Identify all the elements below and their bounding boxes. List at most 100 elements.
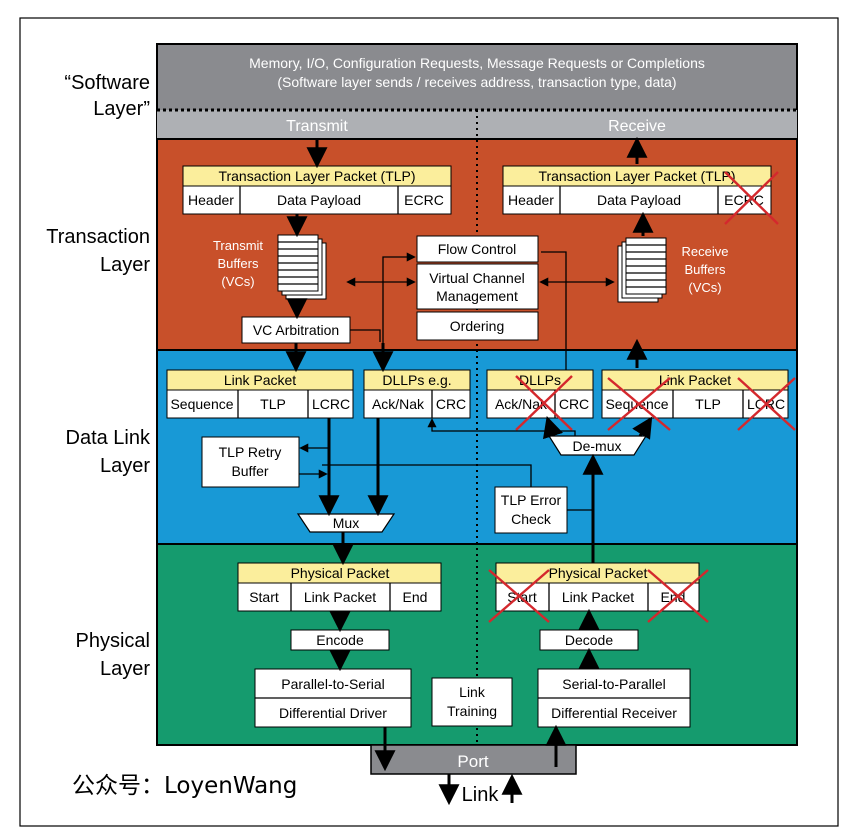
label-physical-1: Physical <box>76 630 150 652</box>
tx-buffers-label-3: (VCs) <box>221 274 254 289</box>
wire-vcarb-to-vcm <box>350 329 381 342</box>
rx-dllp-packet: DLLPs Ack/Nak CRC <box>486 369 594 419</box>
tlp-error-check-box: TLP Error Check <box>494 486 568 534</box>
tx-tlp-payload: Data Payload <box>277 192 361 208</box>
wire-flow-control-to-rx-dllp <box>541 251 567 372</box>
port-box: Port <box>370 744 577 775</box>
wire-dllp-to-flow-control <box>382 252 416 372</box>
ordering-box: Ordering <box>416 311 539 341</box>
flow-control-box: Flow Control <box>416 235 539 263</box>
parallel-to-serial-label: Parallel-to-Serial <box>281 676 384 692</box>
vc-management-label-1: Virtual Channel <box>429 270 524 286</box>
link-label: Link <box>462 784 500 806</box>
tx-link-tlp: TLP <box>260 396 286 412</box>
link-training-label-1: Link <box>459 684 486 700</box>
tx-tlp-packet: Transaction Layer Packet (TLP) Header Da… <box>182 165 452 215</box>
tx-link-packet: Link Packet Sequence TLP LCRC <box>166 369 354 419</box>
differential-driver-label: Differential Driver <box>279 705 387 721</box>
label-physical-2: Layer <box>100 658 150 680</box>
demux-label: De-mux <box>572 438 621 454</box>
rx-link-tlp: TLP <box>695 396 721 412</box>
rx-lcrc-cross-icon <box>737 377 796 431</box>
decode-box: Decode <box>539 629 639 651</box>
vc-management-label-2: Management <box>436 288 518 304</box>
tx-tlp-title: Transaction Layer Packet (TLP) <box>218 168 415 184</box>
label-transaction-1: Transaction <box>46 226 150 248</box>
rx-tlp-header: Header <box>508 192 554 208</box>
rx-buffers-label-3: (VCs) <box>688 280 721 295</box>
rx-buffers-label-1: Receive <box>682 244 729 259</box>
vc-management-box: Virtual Channel Management <box>416 263 539 310</box>
tlp-retry-buffer-box: TLP Retry Buffer <box>201 436 300 488</box>
serial-to-parallel-label: Serial-to-Parallel <box>562 676 665 692</box>
rx-sequence-cross-icon <box>607 377 671 431</box>
error-check-label-1: TLP Error <box>501 492 562 508</box>
tx-phys-link-packet: Link Packet <box>304 589 376 605</box>
rx-link-packet-title: Link Packet <box>659 372 731 388</box>
rx-tlp-title: Transaction Layer Packet (TLP) <box>538 168 735 184</box>
rx-dllp-acknak: Ack/Nak <box>495 396 548 412</box>
tx-tlp-ecrc: ECRC <box>404 192 444 208</box>
arrow-demux-to-link-packet <box>632 416 653 440</box>
rx-buffers-icon <box>617 237 667 303</box>
rx-dllps-title: DLLPs <box>519 372 561 388</box>
receive-heading: Receive <box>608 118 666 135</box>
label-software-2: Layer” <box>93 98 150 120</box>
vc-arbitration-box: VC Arbitration <box>241 316 351 344</box>
port-label: Port <box>457 752 488 771</box>
tx-link-sequence: Sequence <box>170 396 233 412</box>
encode-box: Encode <box>290 629 390 651</box>
tx-phys-start: Start <box>249 589 279 605</box>
rx-buffers-label-2: Buffers <box>685 262 726 277</box>
transmit-heading: Transmit <box>286 118 348 135</box>
wire-error-check-to-retry <box>322 464 532 487</box>
tx-buffers-label-2: Buffers <box>218 256 259 271</box>
software-line1: Memory, I/O, Configuration Requests, Mes… <box>249 55 705 71</box>
tx-dllp-crc: CRC <box>436 396 466 412</box>
label-transaction-2: Layer <box>100 254 150 276</box>
tx-phys-end: End <box>403 589 428 605</box>
retry-buffer-label-2: Buffer <box>231 463 268 479</box>
rx-phys-end: End <box>661 589 686 605</box>
link-training-box: Link Training <box>431 677 513 727</box>
differential-receiver-label: Differential Receiver <box>551 705 677 721</box>
software-line2: (Software layer sends / receives address… <box>277 74 676 90</box>
error-check-label-2: Check <box>511 511 552 527</box>
arrow-demux-to-dllp <box>542 415 564 440</box>
demux-box: De-mux <box>547 435 648 456</box>
tx-phys-title: Physical Packet <box>291 565 390 581</box>
rx-end-cross-icon <box>647 569 709 623</box>
vc-arbitration-label: VC Arbitration <box>253 322 339 338</box>
rx-phys-title: Physical Packet <box>549 565 648 581</box>
tx-serializer-box: Parallel-to-Serial Differential Driver <box>254 668 412 728</box>
rx-dllp-crc: CRC <box>559 396 589 412</box>
rx-tlp-packet: Transaction Layer Packet (TLP) Header Da… <box>502 165 772 215</box>
label-software-1: “Software <box>64 72 150 94</box>
rx-link-sequence: Sequence <box>605 396 668 412</box>
rx-deserializer-box: Serial-to-Parallel Differential Receiver <box>537 668 691 728</box>
flow-control-label: Flow Control <box>438 241 517 257</box>
rx-phys-link-packet: Link Packet <box>562 589 634 605</box>
mux-label: Mux <box>333 515 359 531</box>
tx-physical-packet: Physical Packet Start Link Packet End <box>237 562 442 612</box>
label-datalink-1: Data Link <box>66 427 151 449</box>
mux-box: Mux <box>296 513 396 533</box>
encode-label: Encode <box>316 632 364 648</box>
tx-buffers-label-1: Transmit <box>213 238 263 253</box>
tx-dllp-acknak: Ack/Nak <box>372 396 425 412</box>
retry-buffer-label-1: TLP Retry <box>219 444 282 460</box>
link-training-label-2: Training <box>447 703 497 719</box>
tx-dllps-title: DLLPs e.g. <box>382 372 451 388</box>
rx-ecrc-cross-icon <box>724 171 779 225</box>
rx-start-cross-icon <box>488 569 550 623</box>
tx-link-lcrc: LCRC <box>312 396 350 412</box>
tx-dllp-packet: DLLPs e.g. Ack/Nak CRC <box>363 369 471 419</box>
rx-tlp-payload: Data Payload <box>597 192 681 208</box>
decode-label: Decode <box>565 632 613 648</box>
label-datalink-2: Layer <box>100 455 150 477</box>
tx-buffers-icon <box>277 234 327 300</box>
wire-demux-to-tx-acknak <box>427 418 576 436</box>
ordering-label: Ordering <box>450 318 504 334</box>
tx-link-packet-title: Link Packet <box>224 372 296 388</box>
